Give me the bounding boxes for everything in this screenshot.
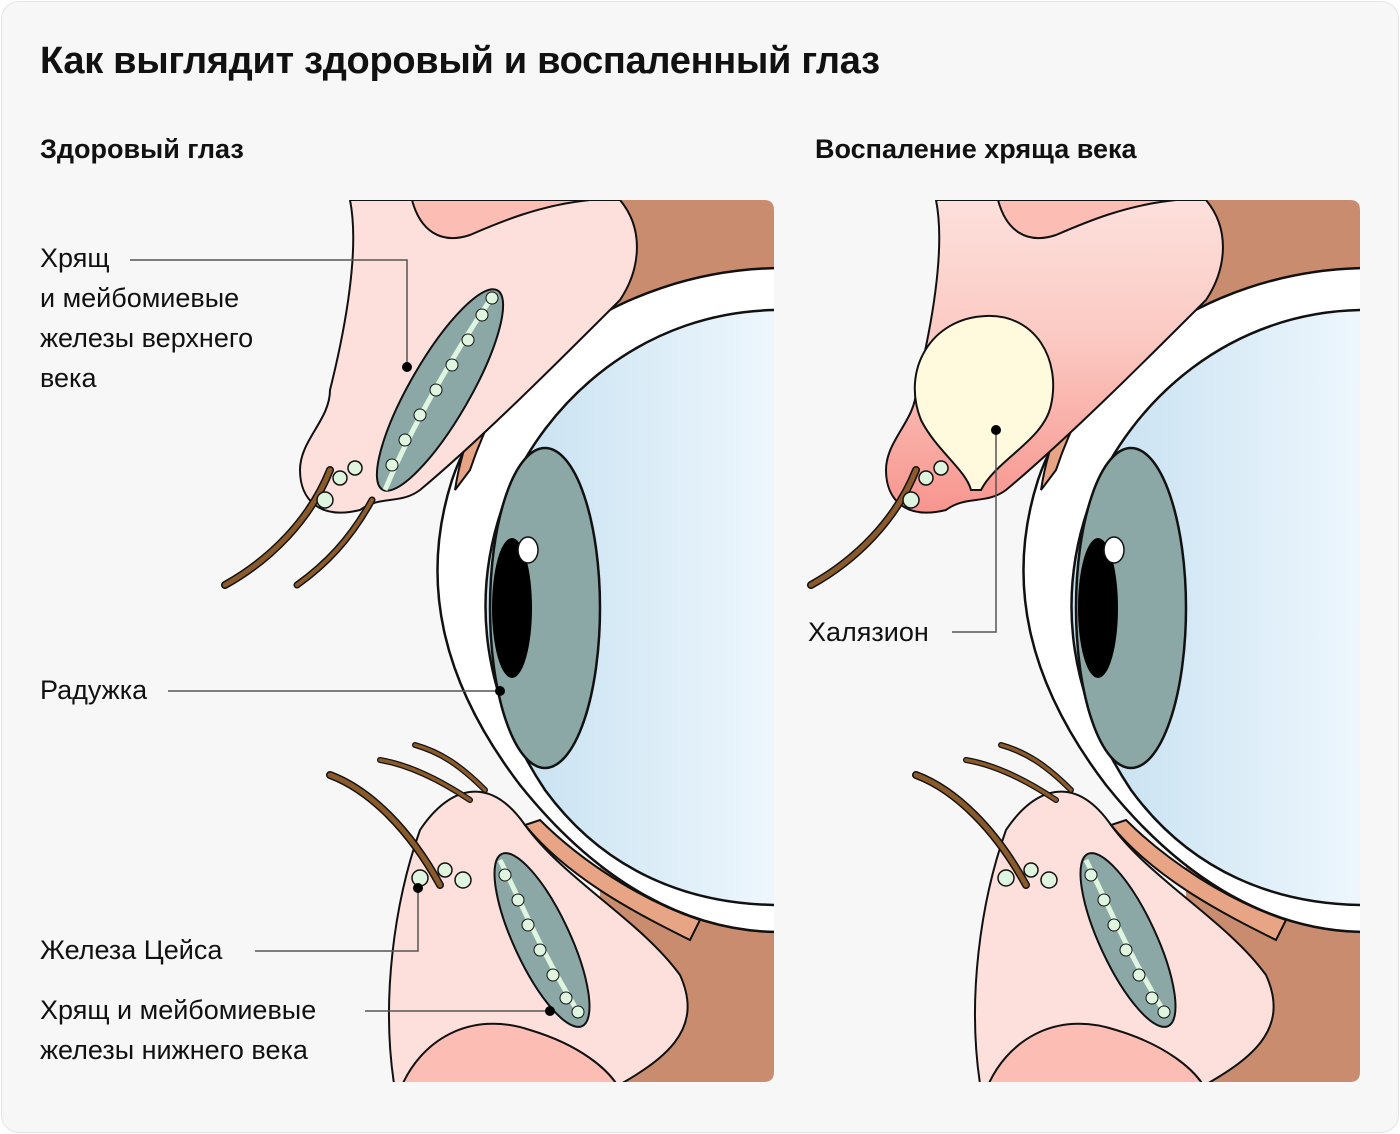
leader-chalazion: [952, 430, 997, 633]
label-line: железы верхнего: [40, 323, 254, 353]
healthy-eye-heading: Здоровый глаз: [40, 134, 244, 164]
label-upper-glands: Хрящ и мейбомиевые железы верхнего века: [40, 238, 253, 398]
label-iris: Радужка: [40, 675, 148, 705]
label-zeis-gland: Железа Цейса: [40, 935, 223, 965]
inflamed-eye-illustration: [807, 200, 1366, 1090]
label-line: Хрящ и мейбомиевые: [40, 995, 317, 1025]
label-line: века: [40, 363, 97, 393]
inflamed-eye-heading: Воспаление хряща века: [815, 134, 1137, 164]
healthy-eye-illustration: [221, 200, 780, 1090]
label-line: Хрящ: [40, 243, 110, 273]
label-line: и мейбомиевые: [40, 283, 240, 313]
page-title: Как выглядит здоровый и воспаленный глаз: [40, 40, 880, 82]
label-chalazion: Халязион: [808, 617, 929, 647]
leader-upper-glands: [130, 259, 408, 367]
label-lower-glands: Хрящ и мейбомиевые железы нижнего века: [40, 990, 316, 1070]
label-line: железы нижнего века: [40, 1035, 308, 1065]
leader-zeis: [255, 888, 419, 952]
